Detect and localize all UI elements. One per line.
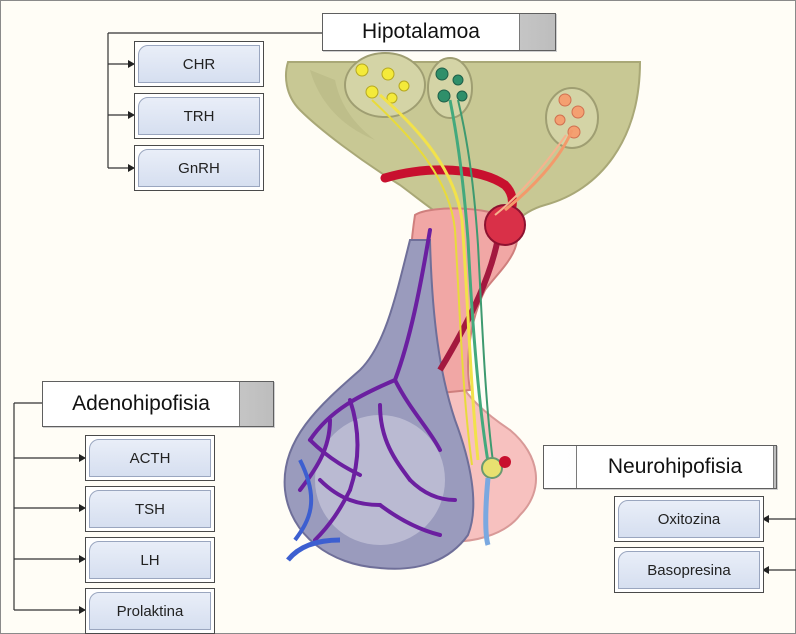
neurohypophysis-header: Neurohipofisia <box>543 445 777 489</box>
hypothalamus-title: Hipotalamoa <box>323 14 520 50</box>
nucleus-yellow <box>345 53 425 117</box>
hormone-label: Prolaktina <box>89 592 211 630</box>
adenohypophysis-header: Adenohipofisia <box>42 381 274 427</box>
neuro-connectors <box>762 519 796 570</box>
hormone-box-prolaktina: Prolaktina <box>85 588 215 634</box>
hormone-label: Basopresina <box>618 551 760 589</box>
nucleus-orange <box>546 88 598 148</box>
hormone-box-chr: CHR <box>134 41 264 87</box>
hormone-box-oxitozina: Oxitozina <box>614 496 764 542</box>
hormone-label: ACTH <box>89 439 211 477</box>
hormone-label: GnRH <box>138 149 260 187</box>
hormone-label: LH <box>89 541 211 579</box>
hormone-box-tsh: TSH <box>85 486 215 532</box>
hormone-label: TRH <box>138 97 260 135</box>
hormone-label: TSH <box>89 490 211 528</box>
hormone-box-trh: TRH <box>134 93 264 139</box>
hormone-box-lh: LH <box>85 537 215 583</box>
hormone-label: Oxitozina <box>618 500 760 538</box>
adenohypophysis-title: Adenohipofisia <box>43 382 240 426</box>
hypothalamus-header: Hipotalamoa <box>322 13 556 51</box>
adeno-connectors <box>14 403 86 610</box>
hormone-box-acth: ACTH <box>85 435 215 481</box>
neurohypophysis-title: Neurohipofisia <box>576 446 774 488</box>
hormone-label: CHR <box>138 45 260 83</box>
hormone-box-basopresina: Basopresina <box>614 547 764 593</box>
hormone-box-gnrh: GnRH <box>134 145 264 191</box>
nucleus-green <box>428 58 472 118</box>
